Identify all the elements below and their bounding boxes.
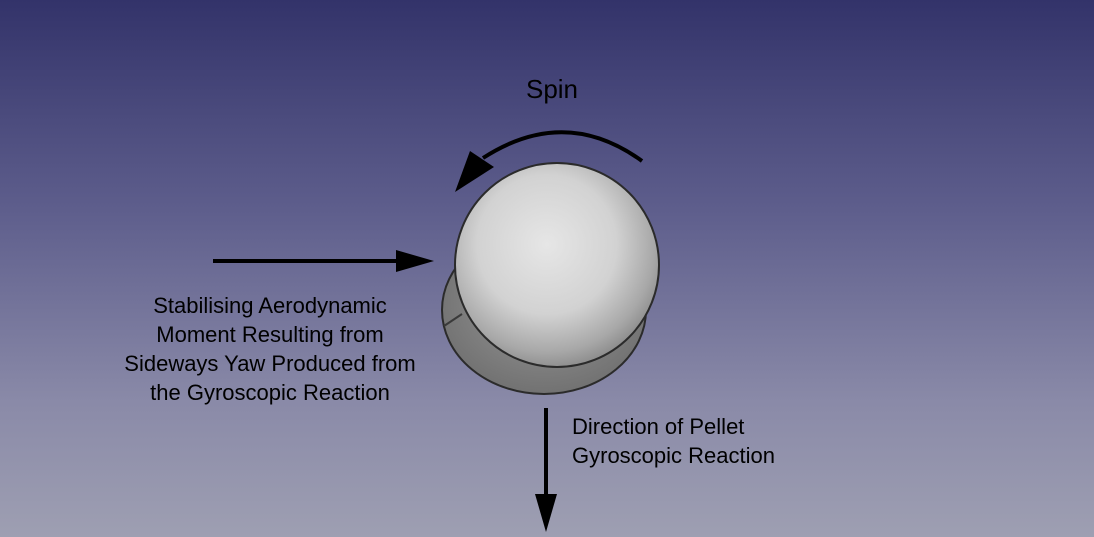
aerodynamic-moment-label: Stabilising Aerodynamic Moment Resulting… xyxy=(90,291,450,407)
spin-label: Spin xyxy=(525,74,579,104)
aerodynamic-moment-arrow-head xyxy=(396,250,434,272)
spin-arrow xyxy=(455,130,644,192)
spin-arrow-head xyxy=(455,151,494,192)
pellet xyxy=(441,162,660,395)
gyroscopic-reaction-arrow-head xyxy=(535,494,557,532)
gyroscopic-reaction-label: Direction of Pellet Gyroscopic Reaction xyxy=(572,412,775,470)
aerodynamic-moment-label-line: Moment Resulting from xyxy=(156,322,384,347)
aerodynamic-moment-label-line: Sideways Yaw Produced from xyxy=(124,351,416,376)
gyroscopic-reaction-label-line: Gyroscopic Reaction xyxy=(572,443,775,468)
aerodynamic-moment-arrow xyxy=(213,250,434,272)
gyroscopic-reaction-label-line: Direction of Pellet xyxy=(572,414,745,439)
aerodynamic-moment-label-line: the Gyroscopic Reaction xyxy=(150,380,390,405)
pellet-head xyxy=(454,162,660,368)
aerodynamic-moment-label-line: Stabilising Aerodynamic xyxy=(153,293,387,318)
pellet-skirt-seam xyxy=(443,313,463,327)
gyroscopic-reaction-arrow xyxy=(535,408,557,532)
spin-arrow-arc xyxy=(481,130,644,163)
